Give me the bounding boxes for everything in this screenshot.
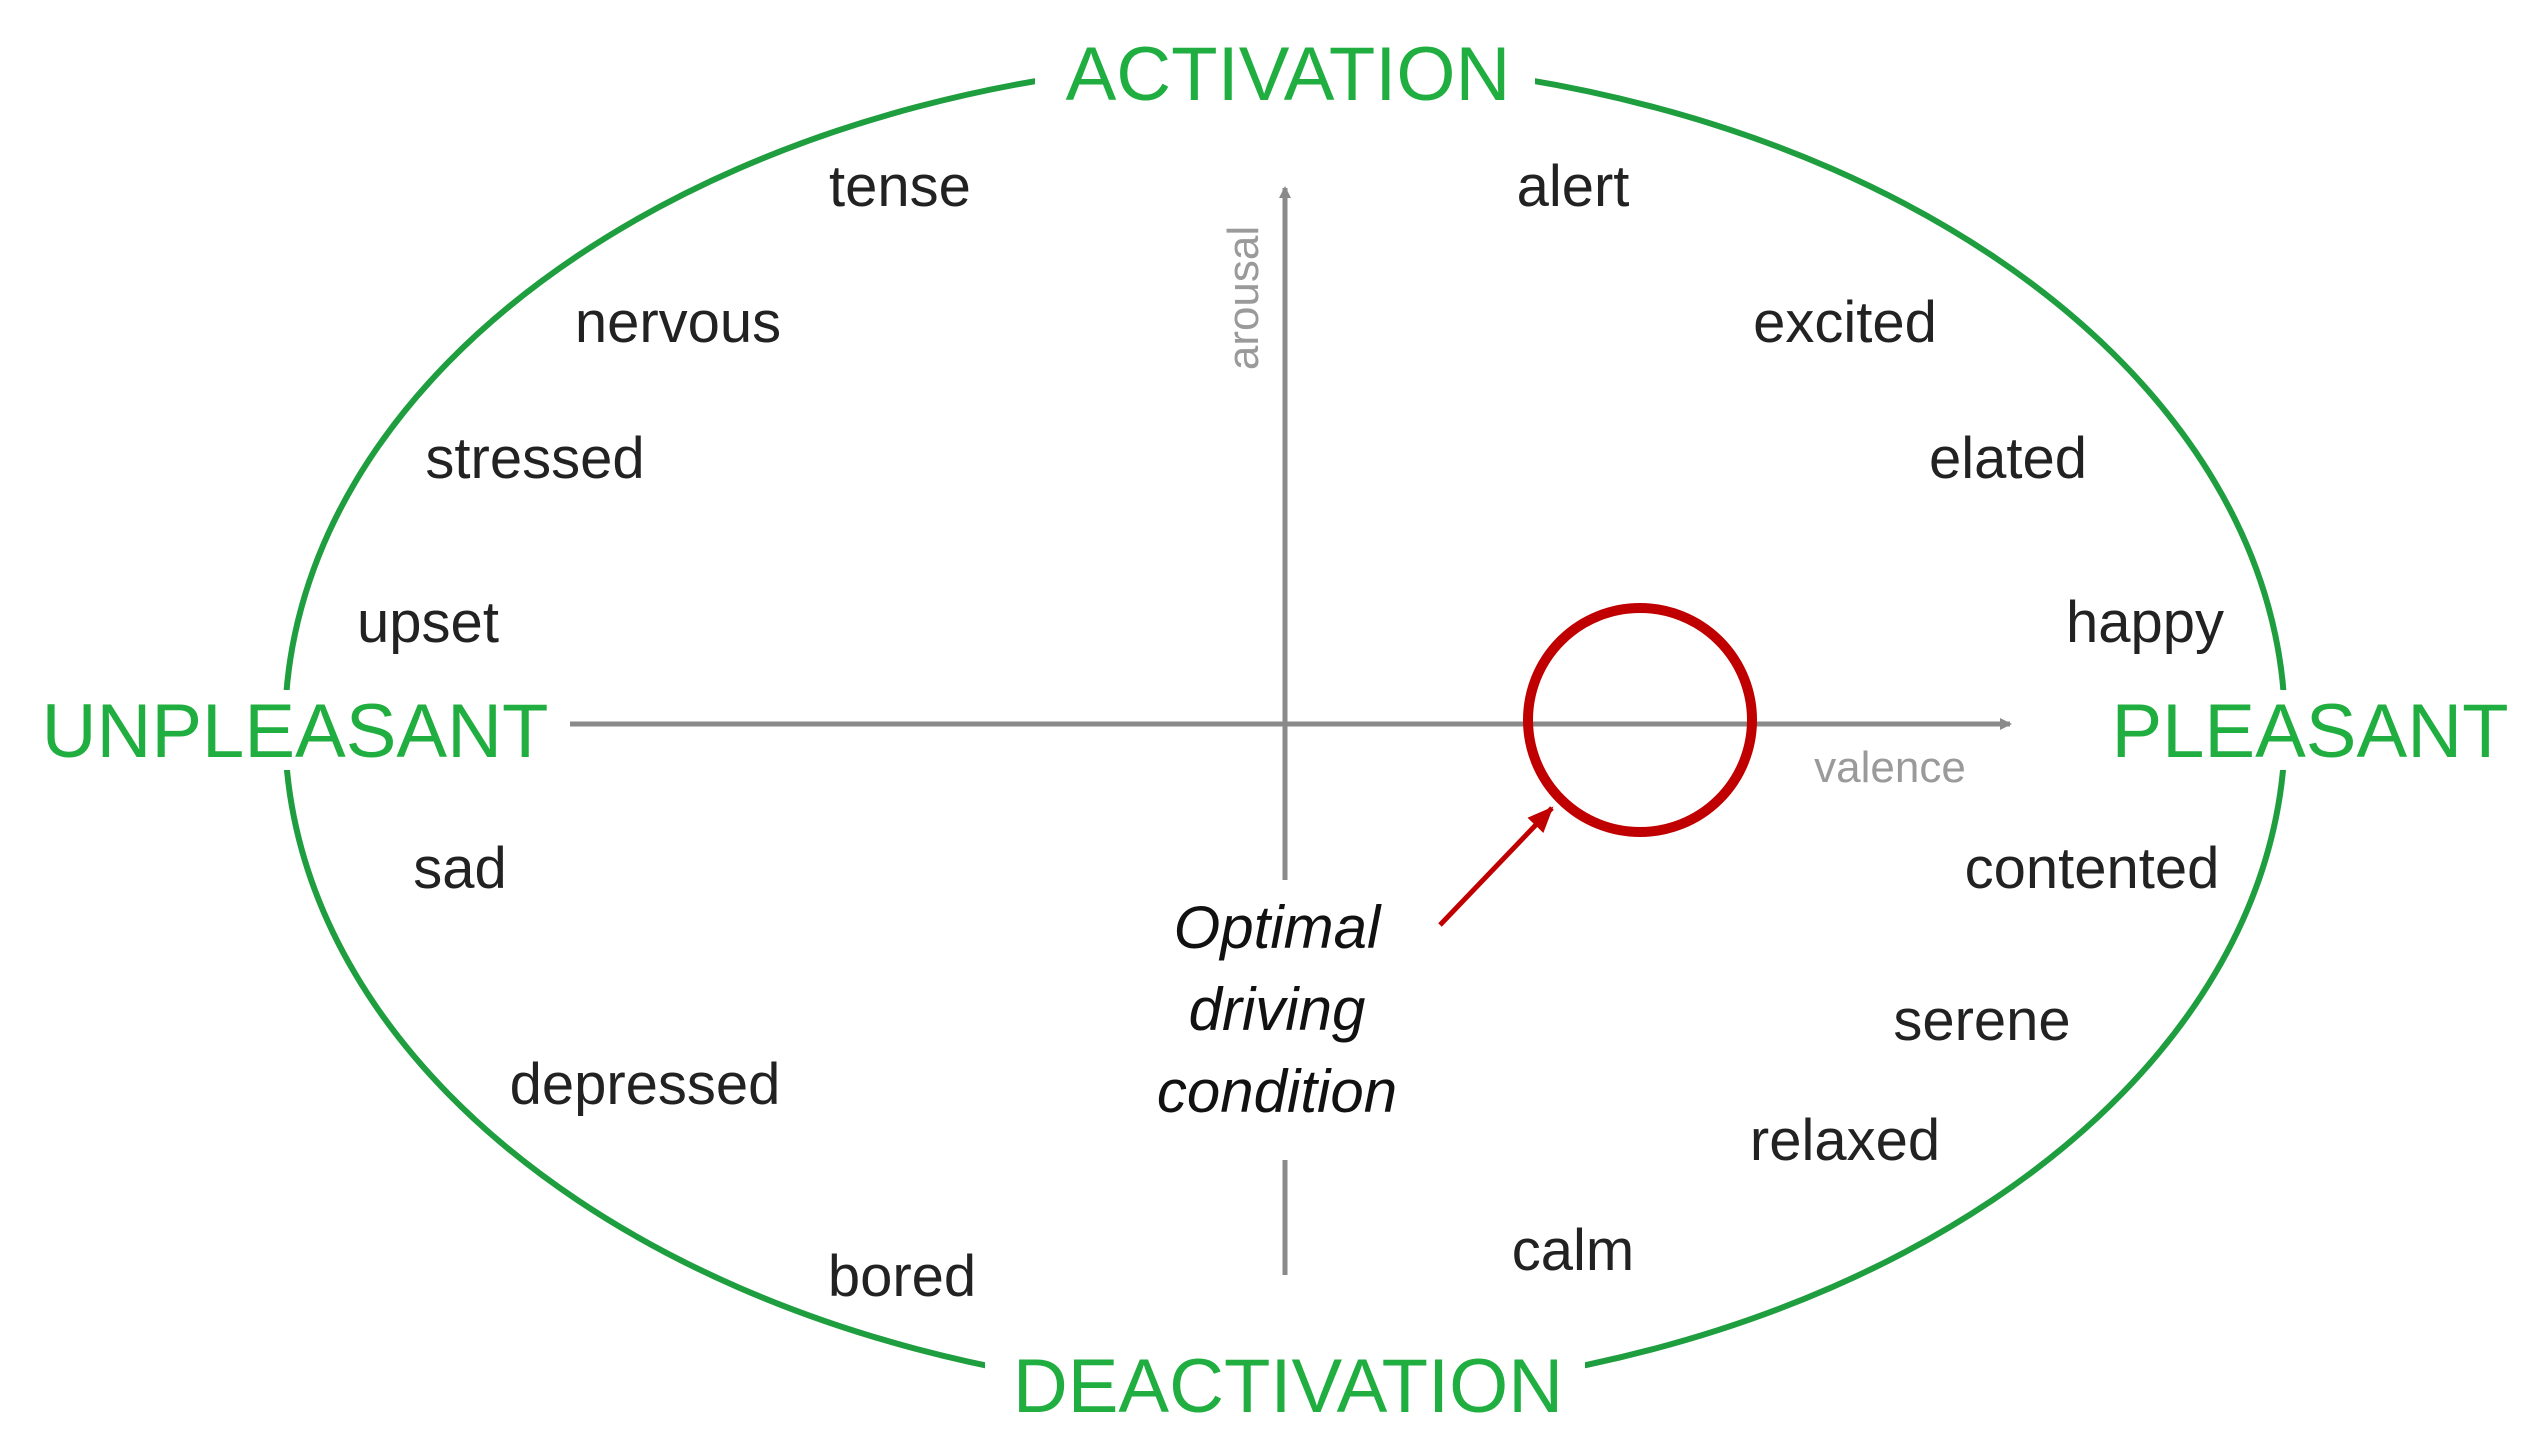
emotion-relaxed: relaxed [1750,1108,1940,1173]
pole-unpleasant: UNPLEASANT [42,689,549,774]
pole-deactivation: DEACTIVATION [1013,1344,1563,1429]
emotion-happy: happy [2066,590,2224,655]
emotion-excited: excited [1753,290,1937,355]
emotion-bored: bored [828,1244,976,1309]
pole-pleasant: PLEASANT [2111,689,2508,774]
emotion-stressed: stressed [425,426,644,491]
arousal-axis-label: arousal [1219,226,1268,370]
emotion-depressed: depressed [510,1052,781,1117]
emotion-sad: sad [413,836,507,901]
emotion-nervous: nervous [575,290,781,355]
emotion-elated: elated [1929,426,2087,491]
annotation-line-1: Optimal [1174,894,1382,961]
annotation-arrow [1438,806,1554,927]
annotation-line-3: condition [1157,1058,1397,1125]
valence-axis-label: valence [1814,743,1966,792]
pole-activation: ACTIVATION [1066,32,1511,117]
emotion-tense: tense [829,154,971,219]
emotion-alert: alert [1517,154,1630,219]
annotation-line-2: driving [1189,976,1366,1043]
emotion-upset: upset [357,590,499,655]
emotion-serene: serene [1893,988,2070,1053]
optimal-condition-circle [1523,603,1757,837]
emotion-contented: contented [1965,836,2220,901]
emotion-calm: calm [1512,1218,1634,1283]
